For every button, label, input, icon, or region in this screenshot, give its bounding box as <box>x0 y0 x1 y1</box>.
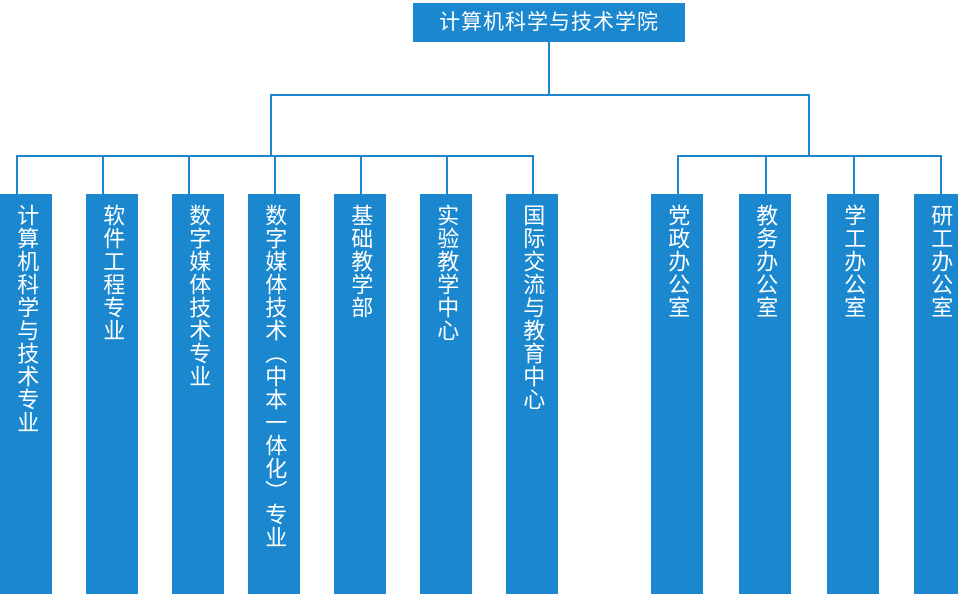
node-academic-2-label: 软件工程专业 <box>100 204 126 342</box>
node-academic-6[interactable]: 实验教学中心 <box>420 194 472 594</box>
connector-drop-academic-1 <box>16 155 18 195</box>
node-academic-7[interactable]: 国际交流与教育中心 <box>506 194 558 594</box>
connector-drop-academic-5 <box>360 155 362 195</box>
connector-drop-academic-7 <box>532 155 534 195</box>
connector-drop-academic-4 <box>274 155 276 195</box>
node-administrative-2-label: 教务办公室 <box>753 204 779 319</box>
node-administrative-1[interactable]: 党政办公室 <box>651 194 703 594</box>
node-academic-2[interactable]: 软件工程专业 <box>86 194 138 594</box>
connector-root-down <box>548 42 550 95</box>
node-administrative-3-label: 学工办公室 <box>841 204 867 319</box>
node-root[interactable]: 计算机科学与技术学院 <box>413 3 685 42</box>
node-academic-4-label: 数字媒体技术（中本一体化）专业 <box>262 204 288 549</box>
node-academic-6-label: 实验教学中心 <box>434 204 460 342</box>
node-academic-7-label: 国际交流与教育中心 <box>520 204 546 411</box>
connector-drop-administrative-2 <box>765 155 767 195</box>
connector-drop-academic-3 <box>188 155 190 195</box>
connector-administrative-bus <box>677 155 942 157</box>
node-academic-4[interactable]: 数字媒体技术（中本一体化）专业 <box>248 194 300 594</box>
connector-academic-down <box>270 94 272 156</box>
connector-drop-administrative-4 <box>940 155 942 195</box>
node-academic-1-label: 计算机科学与技术专业 <box>14 204 40 434</box>
node-academic-3-label: 数字媒体技术专业 <box>186 204 212 388</box>
node-academic-1[interactable]: 计算机科学与技术专业 <box>0 194 52 594</box>
node-academic-5[interactable]: 基础教学部 <box>334 194 386 594</box>
node-academic-3[interactable]: 数字媒体技术专业 <box>172 194 224 594</box>
connector-drop-administrative-1 <box>677 155 679 195</box>
connector-drop-academic-2 <box>102 155 104 195</box>
node-academic-5-label: 基础教学部 <box>348 204 374 319</box>
node-root-label: 计算机科学与技术学院 <box>439 10 659 34</box>
connector-main-bus <box>270 94 810 96</box>
node-administrative-1-label: 党政办公室 <box>665 204 691 319</box>
node-administrative-2[interactable]: 教务办公室 <box>739 194 791 594</box>
connector-drop-academic-6 <box>446 155 448 195</box>
connector-drop-administrative-3 <box>853 155 855 195</box>
node-administrative-3[interactable]: 学工办公室 <box>827 194 879 594</box>
node-administrative-4[interactable]: 研工办公室 <box>914 194 958 594</box>
node-administrative-4-label: 研工办公室 <box>928 204 954 319</box>
connector-administrative-down <box>808 94 810 156</box>
